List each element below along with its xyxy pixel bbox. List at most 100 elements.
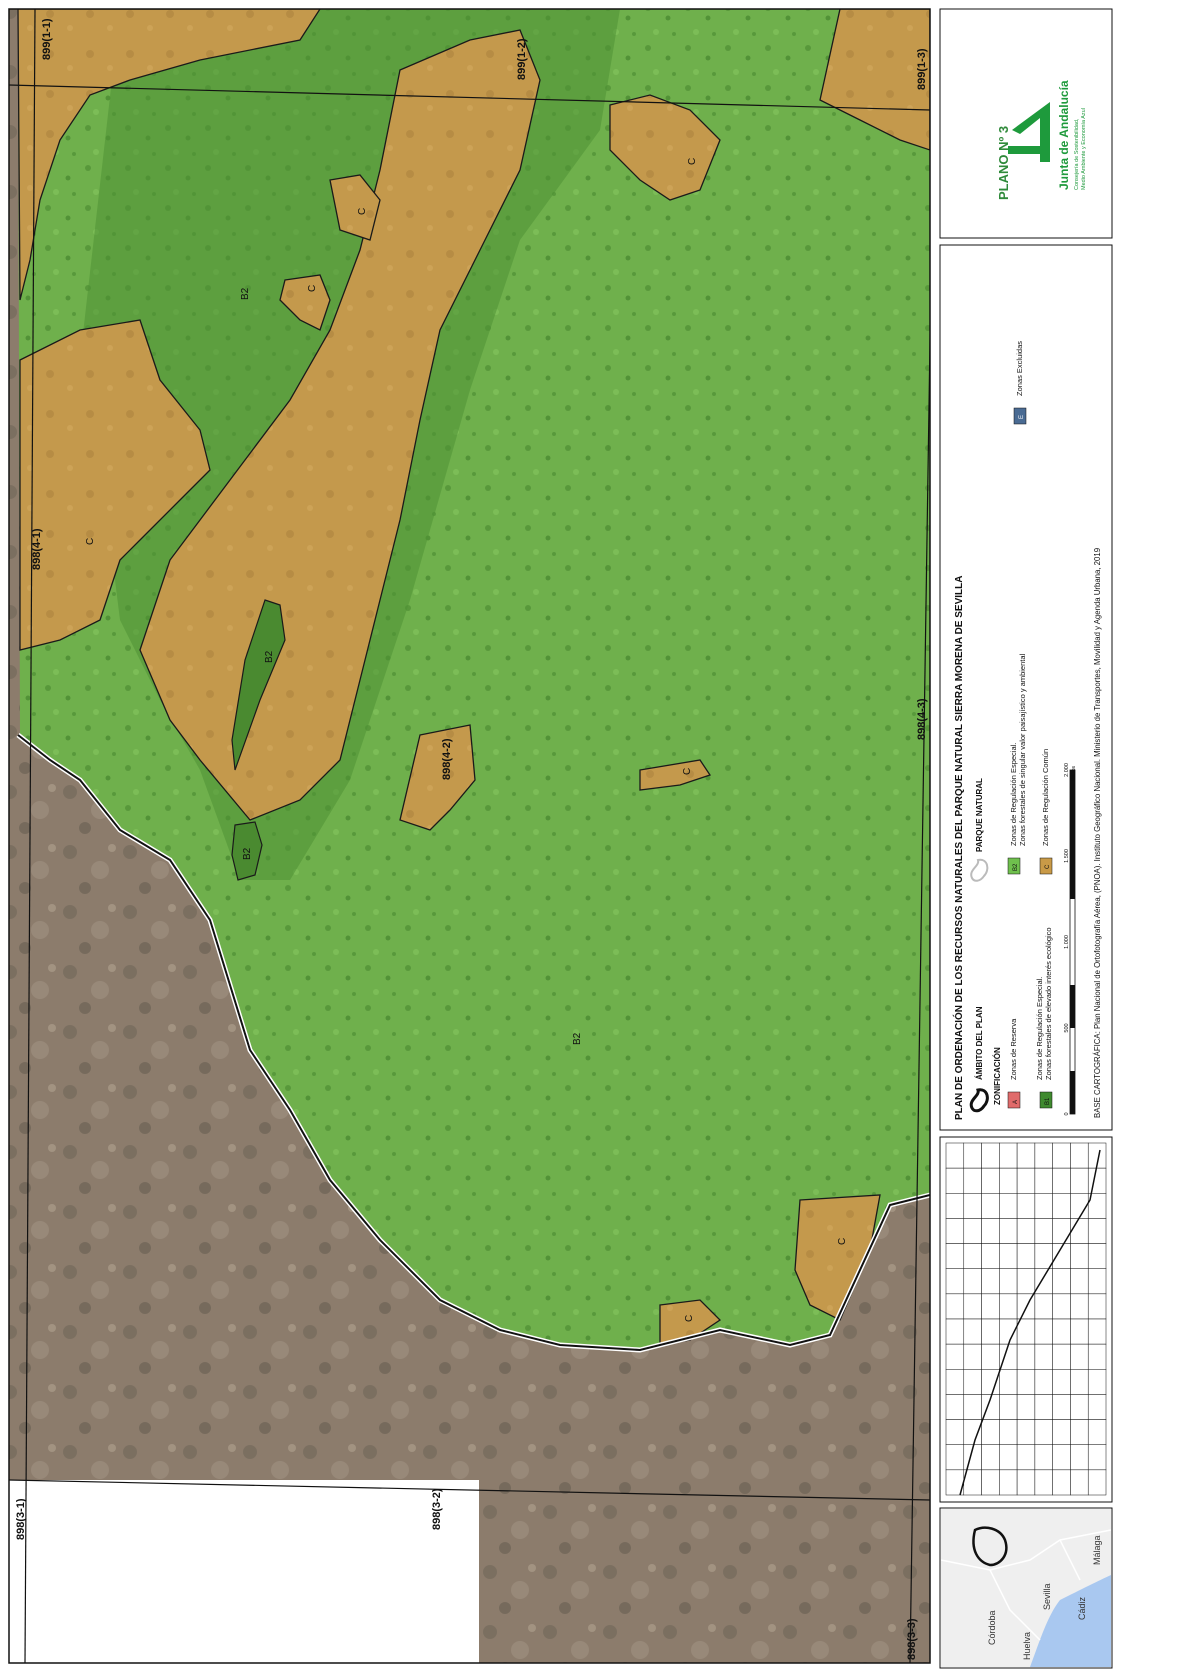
legend-e-line1: Zonas Excluidas [1015, 341, 1024, 396]
sheet-index-cell [981, 1218, 1000, 1244]
parque-label: PARQUE NATURAL [975, 778, 984, 852]
sheet-label: 898(3-1) [15, 1498, 27, 1540]
sheet-index-cell [1034, 1318, 1053, 1345]
legend-item-b2: B2 Zonas de Regulación Especial. Zonas f… [1007, 653, 1027, 875]
legend-item-c: C Zonas de Regulación Común [1039, 749, 1053, 875]
ambito-label: ÁMBITO DEL PLAN [975, 1006, 984, 1080]
sheet-index-cell [999, 1444, 1018, 1471]
sheet-index-cell [1087, 1369, 1107, 1395]
sheet-index-cell [981, 1193, 1000, 1219]
sheet-label: 898(4-2) [441, 738, 453, 780]
sheet-index-cell [945, 1419, 965, 1445]
sheet-index-cell [1070, 1318, 1089, 1345]
sheet-label: 898(3-2) [431, 1488, 443, 1530]
sheet-index-cell [999, 1369, 1018, 1395]
sheet-index-cell [945, 1142, 965, 1169]
sheet-label: 899(1-1) [41, 18, 53, 60]
zone-b2-island-1 [231, 599, 286, 771]
grid-line-v1 [24, 9, 36, 1663]
scale-bar: 0 500 1.000 1.500 2.000 Metros [1064, 763, 1077, 1115]
scale-seg-2 [1070, 985, 1075, 1028]
sheet-index-cell [1087, 1343, 1107, 1370]
scale-seg-3 [1070, 770, 1075, 899]
sheet-index-cell [1087, 1444, 1107, 1471]
junta-logo-name: Junta de Andalucía [1057, 80, 1071, 190]
sheet-index-cell [1070, 1193, 1089, 1219]
legend-c-line1: Zonas de Regulación Común [1041, 749, 1050, 846]
sheet-index-cell [1034, 1394, 1053, 1420]
sheet-index-cell [1016, 1142, 1036, 1169]
sheet-index-cell [1052, 1268, 1071, 1295]
sheet-label: 898(4-1) [31, 528, 43, 570]
sheet-labels: 899(1-1) 899(1-2) 899(1-3) 898(4-1) 898(… [15, 18, 928, 1660]
locator-province-borders [940, 1529, 1112, 1641]
sheet-index-cell [1087, 1167, 1107, 1194]
grid-line-h2 [9, 1479, 930, 1501]
zone-c-polygons [17, 9, 930, 1346]
swatch-c-code: C [1045, 864, 1051, 869]
zone-labels: C C C B2 C B2 B2 C B2 C C [85, 158, 848, 1322]
sheet-index-cell [945, 1167, 965, 1194]
scale-tick-500: 500 [1064, 1023, 1070, 1032]
locator-province-5: Huelva [1022, 1632, 1032, 1660]
sheet-index-cell [999, 1293, 1018, 1320]
sheet-index-cell [1070, 1218, 1089, 1244]
sheet-index-cell [1070, 1419, 1089, 1445]
sheet-index-cell [999, 1394, 1018, 1420]
blank-strip [9, 1480, 479, 1663]
sheet-index-grid [945, 1142, 1107, 1496]
sheet-index-cell [1034, 1369, 1053, 1395]
sheet-index-cell [999, 1243, 1018, 1269]
sheet-index-cell [1034, 1243, 1053, 1269]
sheet-index-cell [963, 1243, 982, 1269]
sheet-index-cell [945, 1343, 965, 1370]
sheet-index-cell [1070, 1167, 1089, 1194]
zone-label: C [687, 158, 698, 165]
sheet-label: 898(3-3) [906, 1618, 918, 1660]
sheet-index-cell [981, 1469, 1000, 1496]
scale-seg-1 [1070, 1071, 1075, 1114]
zone-c-south [659, 1299, 722, 1346]
sheet-index-cell [1087, 1293, 1107, 1320]
sheet-index-cell [1052, 1343, 1071, 1370]
zone-c-west [19, 319, 211, 651]
legend-item-b1: B1 Zonas de Regulación Especial. Zonas f… [1035, 927, 1053, 1109]
zone-label: C [682, 768, 693, 775]
sheet-index-cell [1087, 1268, 1107, 1295]
scale-tick-1500: 1.500 [1064, 849, 1070, 863]
sheet-index-cell [1052, 1369, 1071, 1395]
zone-label: B2 [240, 287, 251, 300]
sheet-index-cell [963, 1167, 982, 1194]
sheet-index-cell [1070, 1444, 1089, 1471]
sheet-label: 899(1-3) [916, 48, 928, 90]
sheet-index-cell [1070, 1268, 1089, 1295]
zone-label: B2 [572, 1032, 583, 1045]
sheet-index-cell [1034, 1444, 1053, 1471]
sheet-index-cell [981, 1343, 1000, 1370]
sheet-index-cell [1034, 1167, 1053, 1194]
sheet-index-cell [981, 1318, 1000, 1345]
swatch-a [1007, 1091, 1021, 1109]
zone-c-northeast [819, 9, 930, 151]
sheet-index-cell [963, 1419, 982, 1445]
zone-label: C [684, 1315, 695, 1322]
locator-province-2: Sevilla [1042, 1583, 1052, 1610]
swatch-b2-code: B2 [1013, 863, 1019, 871]
sheet-index-cell [1034, 1268, 1053, 1295]
sheet-index-cell [1034, 1293, 1053, 1320]
sheet-index-cell [1070, 1243, 1089, 1269]
zone-label: B2 [264, 650, 275, 663]
zone-b2-islands [231, 599, 286, 881]
zone-c-northwest [17, 9, 321, 301]
sheet-index-cell [963, 1343, 982, 1370]
zone-c-center [399, 724, 476, 831]
sheet-index-cell [1016, 1318, 1036, 1345]
aerial-map[interactable]: 899(1-1) 899(1-2) 899(1-3) 898(4-1) 898(… [9, 9, 935, 1663]
sheet-index-cell [981, 1419, 1000, 1445]
sheet-index-cell [1070, 1394, 1089, 1420]
sheet-index-cell [963, 1268, 982, 1295]
locator-sea [1030, 1575, 1111, 1667]
sheet-index-cell [999, 1167, 1018, 1194]
sheet-index-cell [1087, 1469, 1107, 1496]
